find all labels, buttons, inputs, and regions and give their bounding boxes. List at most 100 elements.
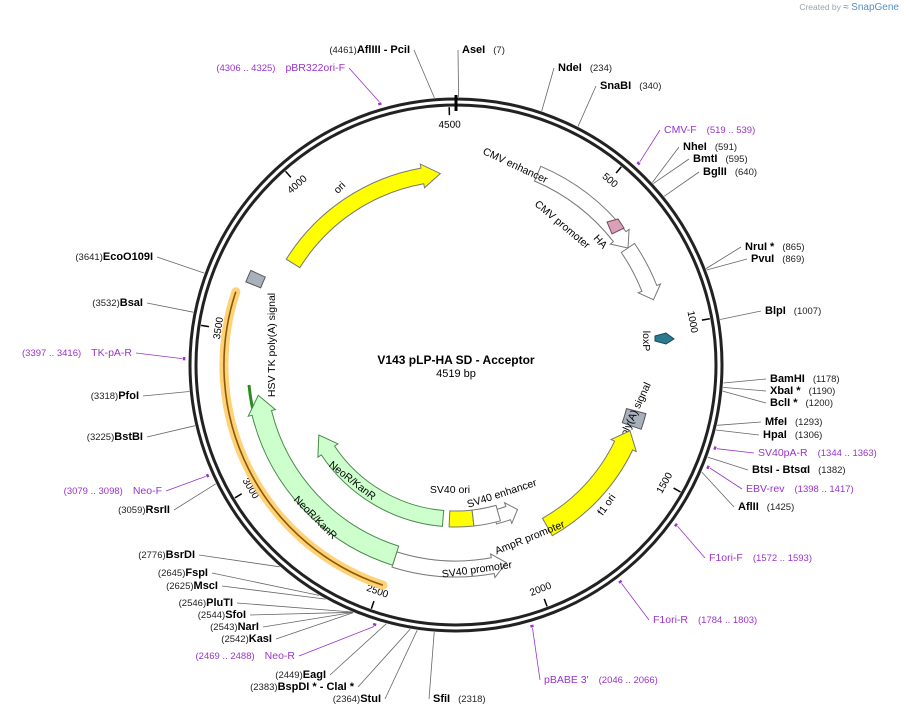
site-eagi[interactable]: (2449)EagI xyxy=(275,669,326,681)
tick-label: 4500 xyxy=(438,119,461,131)
site-bamhi[interactable]: BamHI(1178) xyxy=(770,373,840,385)
site-rsrii[interactable]: (3059)RsrII xyxy=(118,504,170,516)
tick-mark xyxy=(701,317,710,321)
leader-line xyxy=(156,256,205,274)
site-position: (2544) xyxy=(198,610,225,621)
leader-line xyxy=(329,623,387,676)
site-ecoo109i[interactable]: (3641)EcoO109I xyxy=(75,251,153,263)
primer-neo-r[interactable]: (2469 .. 2488)Neo-R xyxy=(196,650,296,662)
site-snabi[interactable]: SnaBI(340) xyxy=(600,80,661,92)
primer-pbabe-3[interactable]: pBABE 3'(2046 .. 2066) xyxy=(544,674,658,686)
primer-mark xyxy=(636,161,641,166)
site-name: SfoI xyxy=(225,609,246,621)
sv40-enhancer-box[interactable] xyxy=(471,504,502,527)
primer-name: TK-pA-R xyxy=(91,347,132,359)
site-position: (2542) xyxy=(221,634,248,645)
neokan-inner-arrow[interactable] xyxy=(247,394,400,566)
leader-line xyxy=(428,632,435,700)
site-mfei[interactable]: MfeI(1293) xyxy=(765,416,822,428)
sv40-polya-box[interactable] xyxy=(621,407,647,430)
site-xbai[interactable]: XbaI *(1190) xyxy=(770,385,835,397)
cmv-enhancer-arrow[interactable] xyxy=(533,165,630,249)
site-position: (3059) xyxy=(118,505,145,516)
leader-line xyxy=(249,611,353,616)
site-position: (1007) xyxy=(794,306,821,317)
ha-label: HA xyxy=(591,232,610,251)
cmv-promoter-arrow[interactable] xyxy=(620,242,662,301)
primer-mark xyxy=(530,624,534,628)
site-position: (2645) xyxy=(158,568,185,579)
primer-f1ori-r[interactable]: F1ori-R(1784 .. 1803) xyxy=(653,614,757,626)
site-bsrdi[interactable]: (2776)BsrDI xyxy=(138,549,195,561)
leader-line xyxy=(707,456,749,471)
primer-f1ori-f[interactable]: F1ori-F(1572 .. 1593) xyxy=(709,552,812,564)
site-pluti[interactable]: (2546)PluTI xyxy=(179,597,233,609)
site-blpi[interactable]: BlpI (1007) xyxy=(765,305,821,317)
site-ndei[interactable]: NdeI(234) xyxy=(558,62,612,74)
primer-pbr322ori-f[interactable]: (4306 .. 4325)pBR322ori-F xyxy=(216,62,345,74)
sv40-ori-box[interactable] xyxy=(448,509,475,528)
primer-range: (2046 .. 2066) xyxy=(599,675,658,686)
site-nrui[interactable]: NruI *(865) xyxy=(745,241,805,253)
site-bcli[interactable]: BclI *(1200) xyxy=(770,397,833,409)
primer-leader xyxy=(639,129,661,163)
loxp-box[interactable] xyxy=(654,332,675,345)
site-position: (1200) xyxy=(806,398,833,409)
site-bsai[interactable]: (3532)BsaI xyxy=(92,297,143,309)
site-bstbi[interactable]: (3225)BstBI xyxy=(87,431,143,443)
site-btsi[interactable]: BtsI - BtsαI(1382) xyxy=(752,464,846,476)
plasmid-name[interactable]: V143 pLP-HA SD - Acceptor xyxy=(377,353,534,367)
site-nari[interactable]: (2543)NarI xyxy=(210,621,259,633)
ori-arrow[interactable] xyxy=(285,163,442,269)
site-sfii[interactable]: SfiI(2318) xyxy=(433,693,486,705)
ha-tag-box[interactable] xyxy=(606,218,625,235)
primer-name: pBR322ori-F xyxy=(285,62,345,74)
f1-ori-arrow[interactable] xyxy=(541,430,638,537)
site-fspi[interactable]: (2645)FspI xyxy=(158,567,208,579)
site-hpai[interactable]: HpaI(1306) xyxy=(763,429,822,441)
primer-neo-f[interactable]: (3079 .. 3098)Neo-F xyxy=(64,485,162,497)
site-afliii-pcii[interactable]: (4461)AflIII - PciI xyxy=(329,44,410,56)
hsv-tk-polya-label: HSV TK poly(A) signal xyxy=(266,293,278,397)
site-stui[interactable]: (2364)StuI xyxy=(333,693,381,705)
site-position: (1425) xyxy=(767,502,794,513)
site-bglii[interactable]: BglII(640) xyxy=(703,166,757,178)
site-msci[interactable]: (2625)MscI xyxy=(166,580,218,592)
leader-line xyxy=(715,429,760,436)
tick-mark xyxy=(285,170,292,178)
tick-mark xyxy=(234,493,243,499)
site-name: BspDI * xyxy=(278,681,318,693)
leader-line xyxy=(720,310,762,320)
site-nhei[interactable]: NheI(591) xyxy=(683,141,737,153)
primer-sv40pa-r[interactable]: SV40pA-R(1344 .. 1363) xyxy=(758,447,877,459)
hsv-tk-polya-box[interactable] xyxy=(245,269,266,289)
site-bspdi[interactable]: (2383)BspDI * - ClaI * xyxy=(250,681,355,693)
site-aflii[interactable]: AflII(1425) xyxy=(738,501,794,513)
primer-ebv-rev[interactable]: EBV-rev(1398 .. 1417) xyxy=(746,483,854,495)
site-sfoi[interactable]: (2544)SfoI xyxy=(198,609,246,621)
site-position: (3318) xyxy=(91,391,118,402)
primer-mark xyxy=(673,522,678,528)
primer-tk-pa-r[interactable]: (3397 .. 3416)TK-pA-R xyxy=(22,347,132,359)
site-name: MfeI xyxy=(765,416,787,428)
site-name: BlpI xyxy=(765,305,786,317)
site-position: (2318) xyxy=(458,694,485,705)
leader-line xyxy=(705,246,742,269)
site-bmti[interactable]: BmtI(595) xyxy=(693,153,748,165)
site-position: (865) xyxy=(782,242,804,253)
site-pfoi[interactable]: (3318)PfoI xyxy=(91,390,139,402)
site-asei[interactable]: AseI(7) xyxy=(462,44,505,56)
tick-label: 2000 xyxy=(528,580,553,598)
neokan-outer-arrow[interactable] xyxy=(317,434,445,527)
sv40-promoter-arrow[interactable] xyxy=(391,551,508,579)
primer-leader xyxy=(298,626,375,657)
site-name: StuI xyxy=(360,693,381,705)
primer-cmv-f[interactable]: CMV-F(519 .. 539) xyxy=(664,124,755,136)
ori-label: ori xyxy=(331,179,348,196)
site-pvui[interactable]: PvuI(869) xyxy=(751,253,804,265)
tick-mark xyxy=(370,600,375,609)
site-name: NheI xyxy=(683,141,707,153)
site-name: BsaI xyxy=(120,297,143,309)
site-kasi[interactable]: (2542)KasI xyxy=(221,633,272,645)
